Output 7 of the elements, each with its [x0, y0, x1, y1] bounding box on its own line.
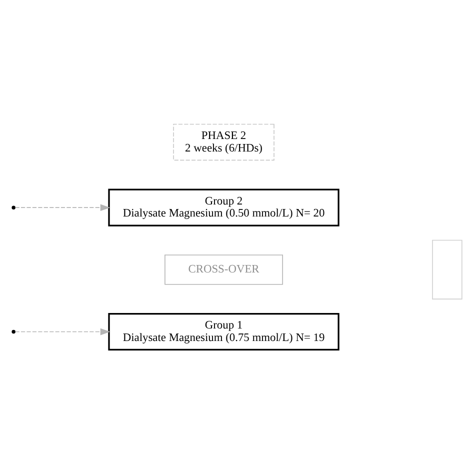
arrow [14, 204, 110, 212]
arrow [14, 328, 110, 336]
node-box: CROSS-OVER [164, 254, 283, 285]
node-box [432, 240, 462, 300]
node-box: PHASE 2 2 weeks (6/HDs) [173, 124, 274, 161]
node-box: Group 2 Dialysate Magnesium (0.50 mmol/L) N= 20 [108, 188, 340, 226]
node-box: Group 1 Dialysate Magnesium (0.75 mmol/L) N= 19 [108, 312, 340, 351]
